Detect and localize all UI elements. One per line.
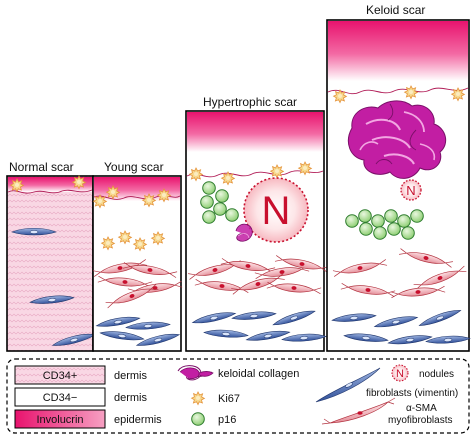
ki67-icon bbox=[101, 236, 115, 251]
p16-icon bbox=[373, 226, 387, 240]
p16-icon bbox=[215, 189, 229, 203]
legend-involucrin-text: epidermis bbox=[114, 414, 162, 426]
legend-myofibroblast-icon bbox=[321, 397, 396, 425]
p16-icon bbox=[410, 209, 424, 223]
legend-asma-text: α-SMA bbox=[406, 403, 437, 414]
ki67-icon bbox=[133, 237, 147, 252]
legend-cd34-pos-label: CD34+ bbox=[43, 370, 78, 382]
panel-young-scar: Young scar bbox=[92, 160, 183, 352]
hypertrophic-epidermis bbox=[187, 112, 323, 152]
keloid-scar-title: Keloid scar bbox=[366, 3, 425, 17]
legend-p16-text: p16 bbox=[218, 414, 236, 426]
ki67-icon bbox=[451, 87, 465, 102]
legend-cd34-pos-swatch bbox=[14, 365, 106, 385]
legend-cd34-pos-text: dermis bbox=[114, 370, 148, 382]
hypertrophic-scar-title: Hypertrophic scar bbox=[203, 95, 297, 109]
hypertrophic-dermal-junction bbox=[186, 170, 324, 178]
ki67-icon bbox=[404, 85, 418, 100]
p16-icon bbox=[202, 210, 216, 224]
legend-nodules-text: nodules bbox=[419, 369, 454, 380]
legend-fibroblast-icon bbox=[315, 367, 381, 403]
legend-myofibroblasts-text: myofibroblasts bbox=[388, 415, 452, 426]
p16-icon bbox=[200, 195, 214, 209]
p16-icon bbox=[202, 181, 216, 195]
legend-p16-icon bbox=[191, 412, 205, 426]
ki67-icon bbox=[10, 178, 24, 193]
hypertrophic-nodule bbox=[243, 177, 309, 243]
hypertrophic-nodule-label: N bbox=[262, 189, 291, 233]
legend-cd34-neg-text: dermis bbox=[114, 392, 148, 404]
young-dermal-junction bbox=[93, 195, 181, 200]
p16-icon bbox=[359, 222, 373, 236]
legend-cd34-neg-label: CD34− bbox=[43, 392, 78, 404]
ki67-icon bbox=[298, 161, 312, 176]
ki67-icon bbox=[221, 171, 235, 186]
ki67-icon bbox=[157, 188, 171, 203]
ki67-icon bbox=[93, 194, 107, 209]
p16-icon bbox=[401, 226, 415, 240]
legend-keloidal-collagen-text: keloidal collagen bbox=[218, 368, 299, 380]
young-scar-title: Young scar bbox=[104, 160, 164, 174]
panel-keloid-scar: N Keloid scar bbox=[326, 3, 471, 352]
keloid-dermal-junction bbox=[327, 87, 469, 95]
legend-ki67-text: Ki67 bbox=[218, 393, 240, 405]
p16-icon bbox=[371, 214, 385, 228]
legend-involucrin-label: Involucrin bbox=[36, 414, 83, 426]
ki67-icon bbox=[270, 164, 284, 179]
legend-keloidal-collagen-icon bbox=[177, 365, 214, 381]
panel-normal-scar: Normal scar bbox=[6, 160, 97, 352]
panel-hypertrophic-scar: N Hypertrophic scar bbox=[185, 95, 330, 352]
p16-icon bbox=[213, 202, 227, 216]
panel-normal-frame bbox=[6, 175, 94, 352]
ki67-icon bbox=[118, 230, 132, 245]
keloid-nodule bbox=[400, 179, 422, 201]
p16-icon bbox=[384, 209, 398, 223]
legend-nodule-symbol: N bbox=[396, 368, 404, 380]
p16-icon bbox=[358, 209, 372, 223]
legend-fibroblasts-text: fibroblasts (vimentin) bbox=[366, 388, 458, 399]
normal-dermal-junction bbox=[7, 189, 93, 194]
p16-icon bbox=[387, 222, 401, 236]
ki67-icon bbox=[189, 167, 203, 182]
normal-scar-title: Normal scar bbox=[9, 160, 74, 174]
legend-nodule-icon bbox=[391, 364, 409, 382]
keloidal-collagen-icon bbox=[235, 223, 253, 242]
keloid-nodule-label: N bbox=[406, 183, 415, 198]
ki67-icon bbox=[142, 193, 156, 208]
legend-involucrin-swatch bbox=[14, 409, 106, 429]
ki67-icon bbox=[72, 175, 86, 190]
ki67-icon bbox=[333, 89, 347, 104]
legend-cd34-neg-swatch bbox=[14, 387, 106, 407]
ki67-icon bbox=[151, 231, 165, 246]
normal-epidermis bbox=[8, 177, 92, 192]
p16-icon bbox=[345, 214, 359, 228]
ki67-icon bbox=[106, 185, 120, 200]
keloid-epidermis bbox=[328, 21, 468, 81]
p16-icon bbox=[225, 208, 239, 222]
keloidal-collagen-mass bbox=[348, 100, 447, 179]
legend: CD34+ dermis CD34− dermis Involucrin epi… bbox=[6, 358, 470, 434]
legend-ki67-icon bbox=[191, 391, 205, 406]
